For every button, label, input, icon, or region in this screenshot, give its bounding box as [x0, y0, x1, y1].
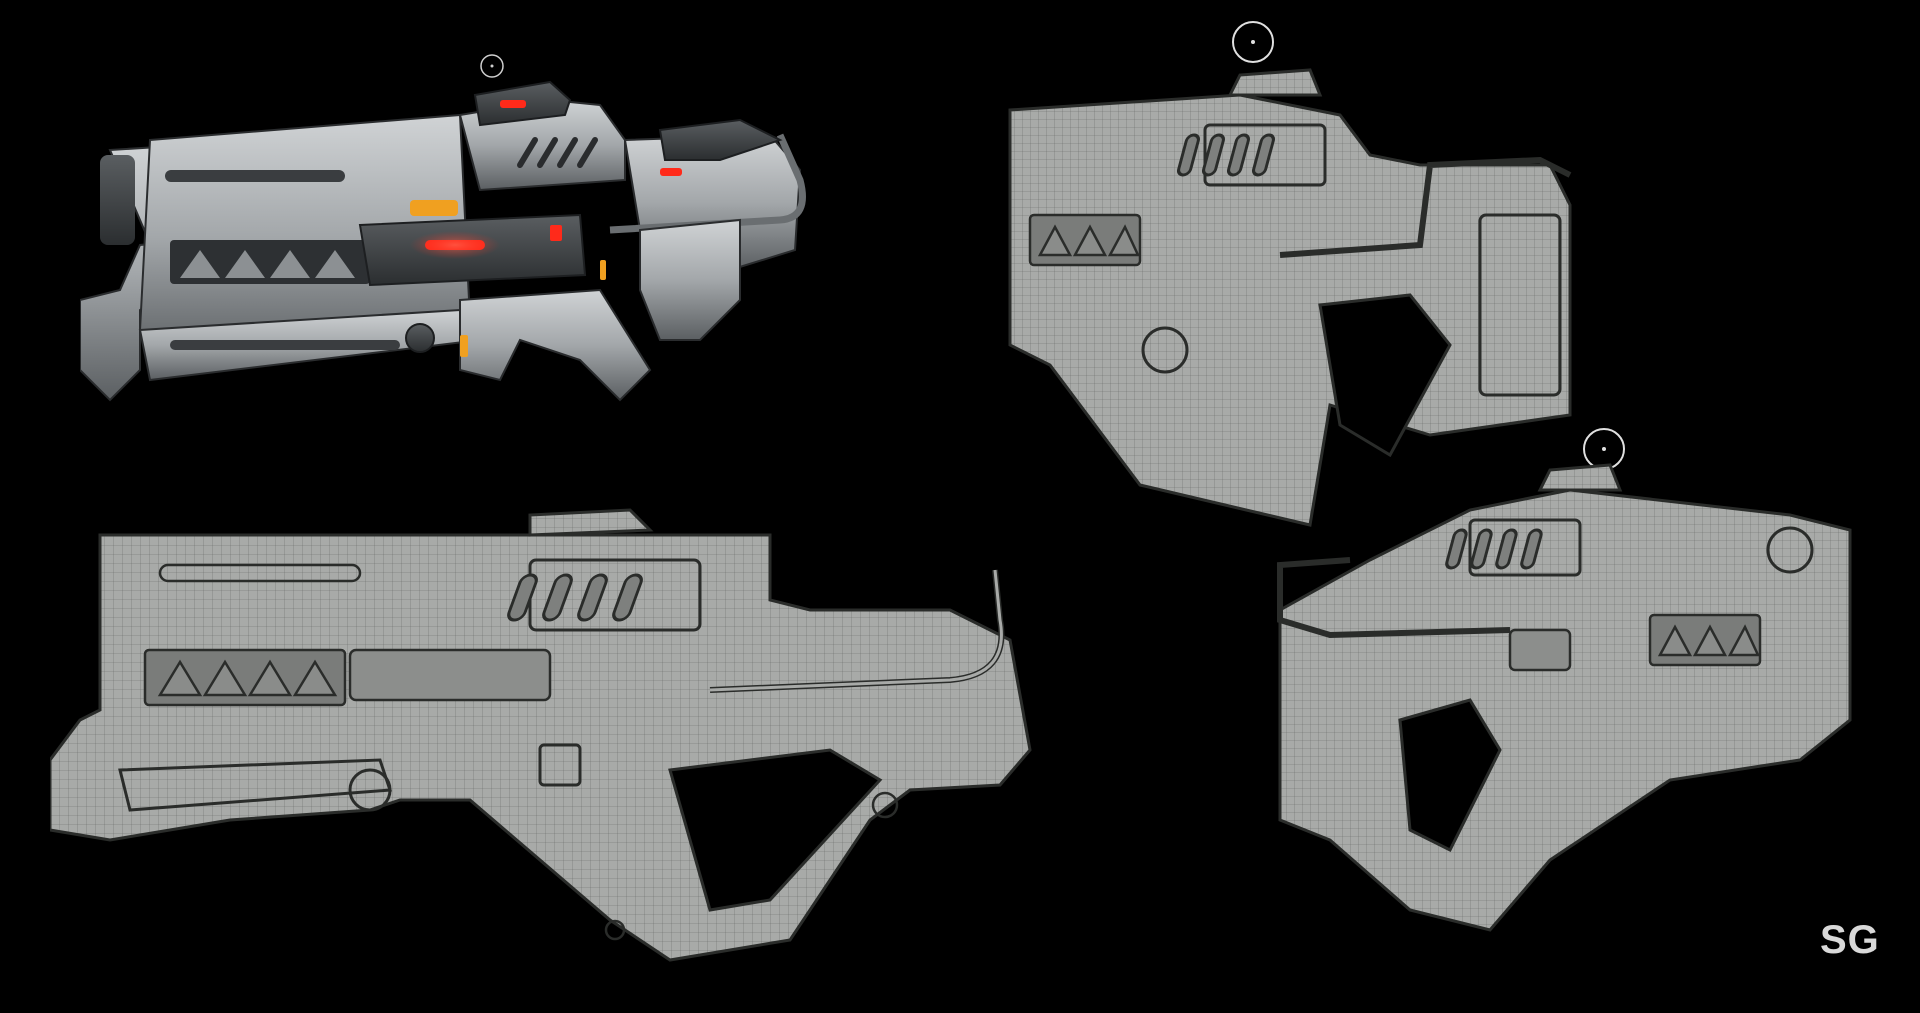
wire-chamber: [348, 648, 552, 702]
tq-triangle-pattern: [1028, 213, 1142, 267]
top-vents: [517, 137, 598, 168]
wire-pin-block: [538, 743, 582, 787]
receiver-slot: [165, 170, 345, 182]
tq-grip-cutout: [1318, 293, 1452, 458]
side-light: [550, 225, 562, 241]
reticle-icon: [480, 54, 504, 78]
vent-pattern: [170, 240, 370, 284]
tqb-muzzle: [1766, 526, 1814, 574]
tq-top-block: [1227, 68, 1323, 97]
tqb-top-block: [1537, 463, 1623, 492]
sight-light: [500, 100, 526, 108]
tqb-handle: [1277, 557, 1511, 639]
tq-receiver: [1008, 93, 1572, 527]
wire-slot: [158, 563, 362, 583]
tqb-vents: [1445, 518, 1582, 577]
dial-knob: [405, 323, 435, 353]
tq-vents: [1176, 123, 1327, 187]
lower-slot: [170, 340, 400, 350]
amber-indicator: [410, 200, 458, 216]
pistol-grip: [459, 288, 652, 402]
wire-handle-inner: [709, 569, 1003, 692]
shaded-rifle-svg: [80, 54, 806, 402]
tqb-triangle-pattern: [1648, 613, 1762, 667]
wireframe-three-quarter-front-view: [990, 15, 1590, 545]
shaded-render-view: [80, 40, 880, 460]
front-light: [660, 168, 682, 176]
wire-dial: [348, 768, 392, 812]
wireframe-three-quarter-back-view: [1270, 420, 1870, 950]
tqb-grip-cutout: [1398, 698, 1502, 853]
tq-front-plate: [1478, 213, 1562, 397]
reticle-icon-3: [1583, 428, 1625, 470]
reticle-icon-2: [1232, 21, 1274, 63]
wire-triangle-pattern: [143, 648, 347, 707]
wireframe-tq-front-svg: [1008, 21, 1572, 527]
tqb-chamber: [1508, 628, 1572, 672]
carry-handle: [609, 133, 806, 234]
wire-vents: [507, 558, 702, 632]
tq-handle: [1279, 156, 1572, 258]
artist-signature: SG: [1820, 918, 1880, 962]
stock-pad: [100, 155, 135, 245]
wire-top-block: [528, 508, 654, 537]
wireframe-tq-back-svg: [1277, 428, 1852, 932]
wireframe-side-svg: [50, 508, 1032, 962]
tqb-receiver: [1278, 488, 1852, 932]
amber-tab-2: [600, 260, 606, 280]
wire-grip-cutout: [668, 748, 883, 912]
rear-grip: [639, 218, 741, 341]
front-cap: [658, 118, 783, 161]
wireframe-side-view: [50, 500, 1110, 970]
amber-tab: [460, 335, 468, 357]
tq-dial: [1141, 326, 1189, 374]
